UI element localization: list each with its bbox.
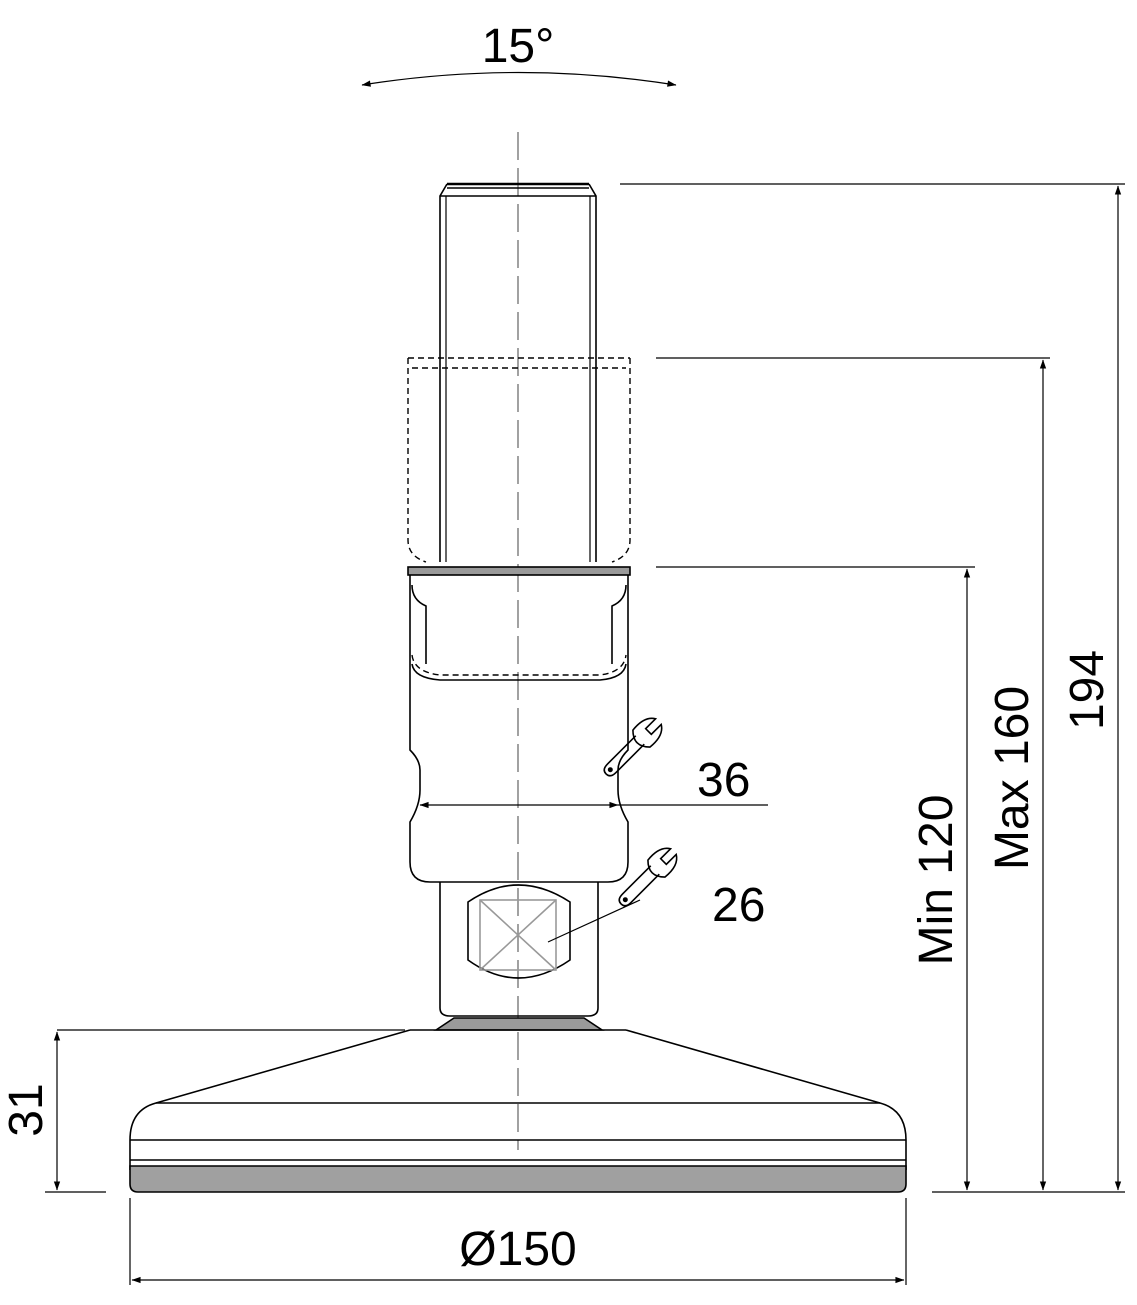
max-height-label: Max 160 — [986, 686, 1039, 870]
dim-min-height: Min 120 — [910, 568, 971, 1191]
base-height-label: 31 — [0, 1083, 53, 1136]
min-height-label: Min 120 — [910, 795, 963, 966]
stem-hex — [439, 882, 641, 1017]
base-foot — [129, 1017, 907, 1193]
extension-lines — [45, 183, 1125, 1285]
spindle — [439, 182, 597, 562]
housing-nut — [407, 566, 631, 883]
wrench-icon — [603, 717, 663, 777]
dim-overall-height: 194 — [1061, 185, 1122, 1191]
wrench-26-dimension: 26 — [618, 847, 765, 932]
tilt-angle-label: 15° — [482, 20, 555, 73]
wrench-36-dimension: 36 — [419, 717, 768, 809]
wrench-icon — [618, 847, 678, 907]
wrench-36-label: 36 — [697, 754, 750, 807]
dim-max-height: Max 160 — [986, 359, 1047, 1191]
dim-base-height: 31 — [0, 1031, 61, 1191]
housing-max-position — [407, 357, 631, 563]
tilt-arc — [361, 71, 677, 87]
wrench-26-label: 26 — [712, 879, 765, 932]
overall-height-label: 194 — [1061, 650, 1114, 730]
base-diameter-label: Ø150 — [459, 1223, 576, 1276]
dim-base-diameter: Ø150 — [131, 1223, 905, 1284]
